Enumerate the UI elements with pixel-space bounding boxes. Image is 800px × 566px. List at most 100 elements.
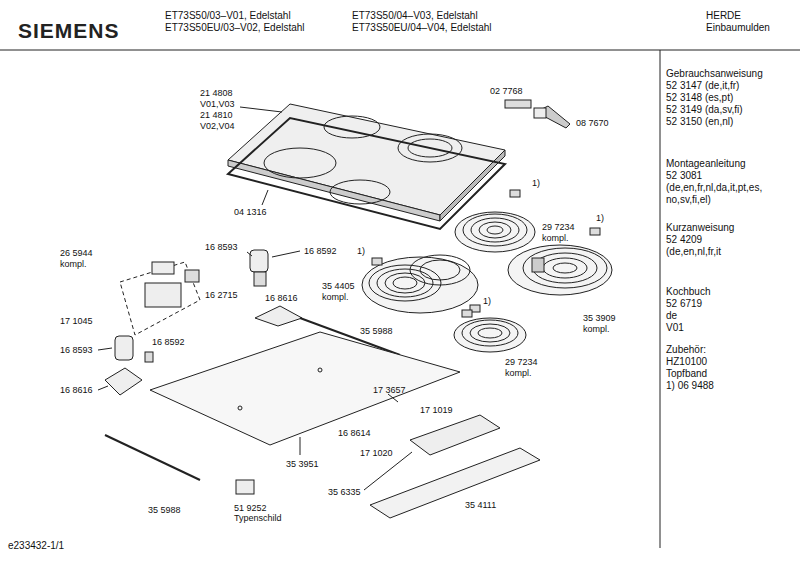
header-text: ET73S50EU/04–V04, Edelstahl <box>352 22 492 33</box>
header-text: Kurzanweisung <box>666 222 734 233</box>
side-rule <box>660 50 661 548</box>
header-text: ET73S50/04–V03, Edelstahl <box>352 10 478 21</box>
bottom-tray <box>150 332 460 445</box>
assembly-outline <box>120 262 200 335</box>
leader-line <box>388 394 398 402</box>
leader-line <box>240 107 282 112</box>
part-number: kompl. <box>583 324 610 334</box>
part-number: 16 8592 <box>152 337 185 347</box>
part-number: 35 5988 <box>148 505 181 515</box>
part-number: kompl. <box>505 368 532 378</box>
mounting-bracket <box>255 306 302 326</box>
part-number: Typenschild <box>234 513 282 523</box>
header-text: Einbaumulden <box>706 22 770 33</box>
clip <box>505 100 531 108</box>
terminal-block <box>185 270 199 282</box>
mounting-bracket <box>105 368 142 395</box>
part-number: 17 1045 <box>60 316 93 326</box>
part-number: 17 1019 <box>420 405 453 415</box>
part-number: 35 3951 <box>286 459 319 469</box>
energy-regulator <box>254 272 266 286</box>
heating-element <box>362 255 480 313</box>
gasket <box>228 118 505 229</box>
header-rule <box>0 50 800 51</box>
part-number: 35 5988 <box>360 326 393 336</box>
header-text: Montageanleitung <box>666 158 746 169</box>
leader-line <box>262 190 268 205</box>
header-text: Kochbuch <box>666 286 710 297</box>
header-text: Topfband <box>666 368 707 379</box>
header-text: HZ10100 <box>666 356 707 367</box>
header-text: 52 3081 <box>666 170 702 181</box>
header-text: Zubehör: <box>666 344 706 355</box>
heating-element <box>455 190 535 252</box>
header-text: 52 3148 (es,pt) <box>666 92 733 103</box>
header-text: ET73S50EU/03–V02, Edelstahl <box>165 22 305 33</box>
part-number: V01,V03 <box>200 99 235 109</box>
part-number: 1) <box>357 246 365 256</box>
energy-regulator <box>115 336 133 360</box>
part-number: 51 9252 <box>234 503 267 513</box>
scraper-blade <box>534 108 546 118</box>
leader-line <box>98 348 112 350</box>
rail <box>105 435 200 480</box>
header-text: 52 3147 (de,it,fr) <box>666 80 739 91</box>
part-number: 16 2715 <box>205 290 238 300</box>
part-number: 16 8593 <box>205 242 238 252</box>
header-text: HERDE <box>706 10 741 21</box>
header-text: ET73S50/03–V01, Edelstahl <box>165 10 291 21</box>
part-number: 17 1020 <box>360 448 393 458</box>
part-number: kompl. <box>60 259 87 269</box>
header-text: (de,en,fr,nl,da,it,pt,es, <box>666 182 762 193</box>
leader-line <box>247 252 252 256</box>
part-number: 35 4405 <box>322 281 355 291</box>
heating-element <box>508 228 612 295</box>
part-number: 29 7234 <box>505 357 538 367</box>
control-board <box>410 415 500 455</box>
leader-line <box>272 251 300 257</box>
header-text: 52 6719 <box>666 298 702 309</box>
part-number: V02,V04 <box>200 121 235 131</box>
part-number: 29 7234 <box>542 222 575 232</box>
brand-logo: SIEMENS <box>18 20 120 42</box>
part-number: 16 8614 <box>338 428 371 438</box>
glass-edge <box>440 150 505 221</box>
part-number: 1) <box>483 296 491 306</box>
cooking-zone <box>264 148 336 178</box>
part-number: 1) <box>596 213 604 223</box>
part-number: 08 7670 <box>576 118 609 128</box>
leader-line <box>300 437 301 455</box>
header-text: 1) 06 9488 <box>666 380 714 391</box>
part-number: kompl. <box>322 292 349 302</box>
header-text: Gebrauchsanweisung <box>666 68 763 79</box>
knob-part <box>145 352 153 362</box>
part-number: 21 4810 <box>200 110 233 120</box>
header-text: 52 3150 (en,nl) <box>666 116 733 127</box>
part-number: 35 6335 <box>328 487 361 497</box>
part-number: 35 4111 <box>465 500 496 510</box>
part-number: 35 3909 <box>583 313 616 323</box>
hole <box>318 368 322 372</box>
part-number: 16 8616 <box>265 293 298 303</box>
part-number: e233432-1/1 <box>8 540 64 551</box>
header-text: 52 4209 <box>666 234 702 245</box>
header-text: (de,en,nl,fr,it <box>666 246 721 257</box>
part-number: 1) <box>532 178 540 188</box>
part-number: 04 1316 <box>234 207 267 217</box>
part-number: 21 4808 <box>200 88 233 98</box>
glass-edge <box>228 160 440 221</box>
cooking-zone <box>330 180 390 204</box>
hole <box>238 406 242 410</box>
energy-regulator <box>250 250 268 272</box>
board-holder <box>370 448 540 518</box>
part-number: 17 3657 <box>373 385 406 395</box>
header-text: de <box>666 310 677 321</box>
header-text: V01 <box>666 322 684 333</box>
part-number: 16 8616 <box>60 385 93 395</box>
header-text: 52 3149 (da,sv,fi) <box>666 104 743 115</box>
bracket <box>145 283 181 307</box>
header-text: no,sv,fi,el) <box>666 194 711 205</box>
part-number: 02 7768 <box>490 86 523 96</box>
part-number: 16 8592 <box>304 246 337 256</box>
